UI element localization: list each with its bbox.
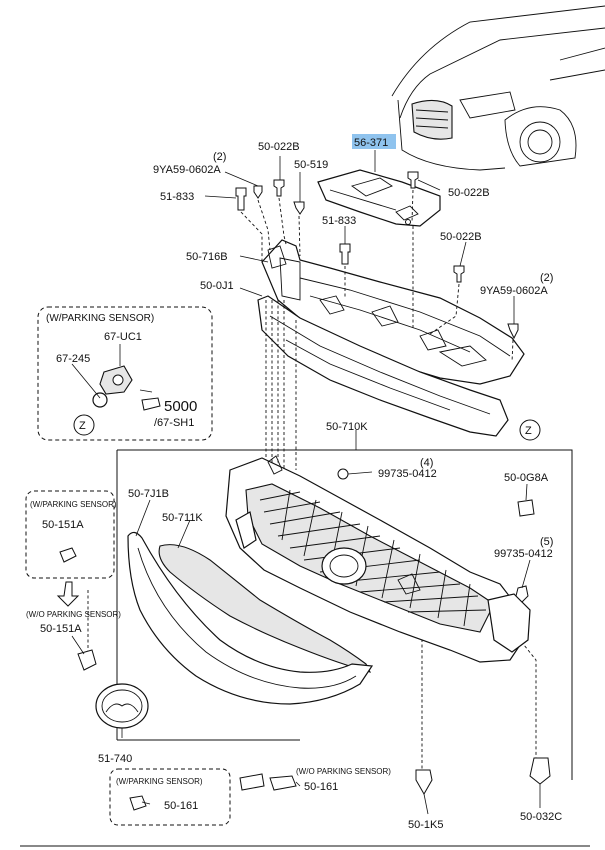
alignment-lines — [87, 189, 537, 770]
label-50-022B-c[interactable]: 50-022B — [440, 231, 482, 243]
label-67-SH1[interactable]: /67-SH1 — [154, 417, 194, 429]
note-wo-parking-left: (W/O PARKING SENSOR) — [26, 610, 121, 619]
molding-50-711K — [158, 544, 372, 673]
outer-molding-50-7J1B — [127, 531, 374, 705]
callout-z-main-circle — [519, 419, 541, 441]
label-50-0G8A[interactable]: 50-0G8A — [504, 472, 549, 484]
label-56-371[interactable]: 56-371 — [354, 137, 388, 149]
label-67-245[interactable]: 67-245 — [56, 353, 90, 365]
bottom-fasteners — [77, 649, 551, 796]
label-51-833-b[interactable]: 51-833 — [322, 215, 356, 227]
note-w-parking-bottom: (W/PARKING SENSOR) — [116, 777, 203, 786]
label-51-740[interactable]: 51-740 — [98, 753, 132, 765]
qty-99735-a: (4) — [420, 457, 433, 469]
label-50-161-b[interactable]: 50-161 — [304, 781, 338, 793]
part-labels: 56-371 50-022B 50-519 (2) 9YA59-0602A 51… — [26, 134, 562, 831]
qty-9YA59-a: (2) — [213, 151, 226, 163]
label-50-710K[interactable]: 50-710K — [326, 421, 368, 433]
leader-lines — [71, 150, 541, 815]
qty-99735-b: (5) — [540, 536, 553, 548]
upper-cover-56-371 — [317, 169, 441, 227]
label-50-519[interactable]: 50-519 — [294, 159, 328, 171]
note-w-parking-main: (W/PARKING SENSOR) — [46, 313, 154, 324]
emblem-51-740 — [95, 683, 149, 729]
highlight-56-371 — [352, 134, 396, 149]
parking-sensor-inset — [37, 306, 213, 441]
callout-z-sensor: Z — [79, 420, 86, 432]
note-w-parking-left: (W/PARKING SENSOR) — [30, 500, 117, 509]
callout-z-main: Z — [525, 425, 532, 437]
grille-frame-50-710K — [225, 455, 531, 663]
label-50-1K5[interactable]: 50-1K5 — [408, 819, 443, 831]
label-9YA59-a[interactable]: 9YA59-0602A — [153, 164, 221, 176]
label-99735-b[interactable]: 99735-0412 — [494, 548, 553, 560]
label-99735-a[interactable]: 99735-0412 — [378, 468, 437, 480]
qty-9YA59-b: (2) — [540, 272, 553, 284]
label-51-833-a[interactable]: 51-833 — [160, 191, 194, 203]
label-50-022B-a[interactable]: 50-022B — [258, 141, 300, 153]
label-50-7J1B[interactable]: 50-7J1B — [128, 488, 169, 500]
label-50-0J1[interactable]: 50-0J1 — [200, 280, 234, 292]
bottom-sensor-inset — [109, 768, 297, 826]
label-5000[interactable]: 5000 — [164, 398, 197, 415]
left-sensor-inset — [25, 490, 115, 607]
car-front-illustration — [391, 5, 605, 171]
label-50-711K[interactable]: 50-711K — [162, 512, 203, 524]
label-50-151A-b[interactable]: 50-151A — [40, 623, 82, 635]
grille-fasteners — [337, 468, 535, 603]
note-wo-parking-bottom: (W/O PARKING SENSOR) — [296, 767, 391, 776]
label-50-022B-b[interactable]: 50-022B — [448, 187, 490, 199]
label-9YA59-b[interactable]: 9YA59-0602A — [480, 285, 548, 297]
label-67-UC1[interactable]: 67-UC1 — [104, 331, 142, 343]
label-50-716B[interactable]: 50-716B — [186, 251, 228, 263]
label-50-161-a[interactable]: 50-161 — [164, 800, 198, 812]
upper-fasteners — [235, 171, 519, 340]
lower-rail — [257, 295, 509, 437]
label-50-032C[interactable]: 50-032C — [520, 811, 562, 823]
label-50-151A-a[interactable]: 50-151A — [42, 519, 84, 531]
